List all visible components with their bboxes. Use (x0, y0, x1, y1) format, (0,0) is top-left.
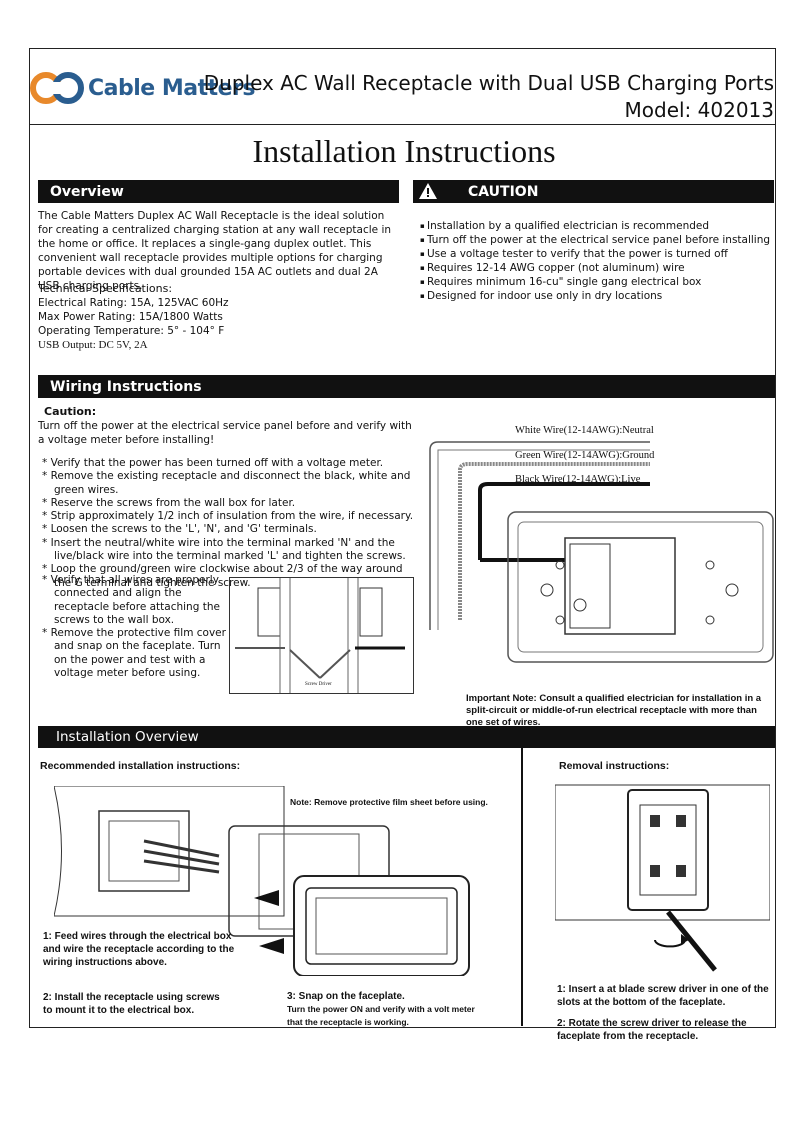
page-frame (29, 48, 776, 1028)
wiring-step: * Verify that the power has been turned … (42, 457, 384, 469)
header-divider (29, 124, 776, 125)
wiring-caution-text: Turn off the power at the electrical ser… (38, 420, 412, 446)
caution-item: Requires minimum 16-cu" single gang elec… (420, 275, 780, 289)
overview-heading-bar: Overview (38, 180, 399, 203)
film-note: Note: Remove protective film sheet befor… (290, 797, 488, 807)
caution-item: Use a voltage tester to verify that the … (420, 247, 780, 261)
logo-text: Cable Matters (88, 75, 256, 101)
removal-illustration (554, 780, 771, 980)
spec-item: Electrical Rating: 15A, 125VAC 60Hz (38, 297, 229, 309)
caution-item: Installation by a qualified electrician … (420, 219, 780, 233)
caution-item: Requires 12-14 AWG copper (not aluminum)… (420, 261, 780, 275)
wiring-step: * Strip approximately 1/2 inch of insula… (42, 510, 414, 523)
important-note: Important Note: Consult a qualified elec… (466, 693, 762, 728)
spec-item: USB Output: DC 5V, 2A (38, 339, 148, 351)
cable-matters-logo-icon (30, 72, 84, 104)
spec-item: Operating Temperature: 5° - 104° F (38, 325, 225, 337)
black-wire-label: Black Wire(12-14AWG):Live (515, 474, 641, 485)
caution-item: Turn off the power at the electrical ser… (420, 233, 780, 247)
white-wire-label: White Wire(12-14AWG):Neutral (515, 425, 654, 436)
wiring-step: * Remove the protective film cover and s… (42, 627, 226, 680)
installation-heading: Installation Overview (56, 729, 199, 745)
installation-illustration (53, 785, 494, 977)
install-step-3: 3: Snap on the faceplate. Turn the power… (287, 990, 487, 1029)
install-step-3-body: Turn the power ON and verify with a volt… (287, 1004, 475, 1027)
caution-list: Installation by a qualified electrician … (420, 219, 780, 303)
wiring-diagram: White Wire(12-14AWG):Neutral Green Wire(… (420, 420, 775, 690)
removal-heading: Removal instructions: (559, 760, 670, 772)
green-wire-label: Green Wire(12-14AWG):Ground (515, 450, 655, 461)
wiring-step: * Loop the ground/green wire clockwise a… (42, 563, 403, 589)
model-number: Model: 402013 (624, 98, 775, 122)
recommended-heading: Recommended installation instructions: (40, 760, 241, 772)
install-step-1: 1: Feed wires through the electrical box… (43, 931, 235, 968)
specs-list: Electrical Rating: 15A, 125VAC 60Hz Max … (38, 296, 398, 352)
caution-heading-bar: CAUTION (413, 180, 774, 203)
product-title: Duplex AC Wall Receptacle with Dual USB … (204, 70, 774, 124)
removal-step-1: 1: Insert a at blade screw driver in one… (557, 984, 769, 1008)
caution-item: Designed for indoor use only in dry loca… (420, 289, 780, 303)
install-step-2: 2: Install the receptacle using screws t… (43, 992, 220, 1016)
page-title: Installation Instructions (252, 133, 556, 169)
product-name: Duplex AC Wall Receptacle with Dual USB … (203, 71, 774, 95)
screwdriver-label: Screw Driver (305, 682, 332, 687)
wiring-step: * Reserve the screws from the wall box f… (42, 496, 296, 509)
specs-heading: Technical Specifications: (38, 282, 173, 295)
wiring-step: * Remove the existing receptacle and dis… (42, 470, 411, 496)
wiring-step: * Loosen the screws to the 'L', 'N', and… (42, 523, 317, 536)
spec-item: Max Power Rating: 15A/1800 Watts (38, 311, 223, 323)
caution-heading: CAUTION (468, 184, 539, 200)
terminal-detail-illustration: Screw Driver (229, 577, 414, 694)
wiring-heading-bar: Wiring Instructions (38, 375, 775, 398)
overview-body: The Cable Matters Duplex AC Wall Recepta… (38, 210, 392, 292)
wiring-heading: Wiring Instructions (50, 379, 202, 395)
wiring-step: * Insert the neutral/white wire into the… (42, 536, 406, 563)
wiring-step: * Verify that all wires are properly con… (42, 574, 220, 626)
install-step-3-title: 3: Snap on the faceplate. (287, 991, 405, 1002)
wiring-caution-label: Caution: (44, 405, 97, 418)
wiring-steps: * Verify that the power has been turned … (42, 457, 422, 590)
wiring-steps-narrow: * Verify that all wires are properly con… (42, 574, 226, 680)
warning-icon (419, 183, 437, 199)
section-divider (521, 748, 523, 1026)
removal-step-2: 2: Rotate the screw driver to release th… (557, 1018, 747, 1042)
logo: Cable Matters (30, 70, 256, 106)
installation-heading-bar: Installation Overview (38, 726, 775, 748)
overview-heading: Overview (50, 184, 124, 200)
